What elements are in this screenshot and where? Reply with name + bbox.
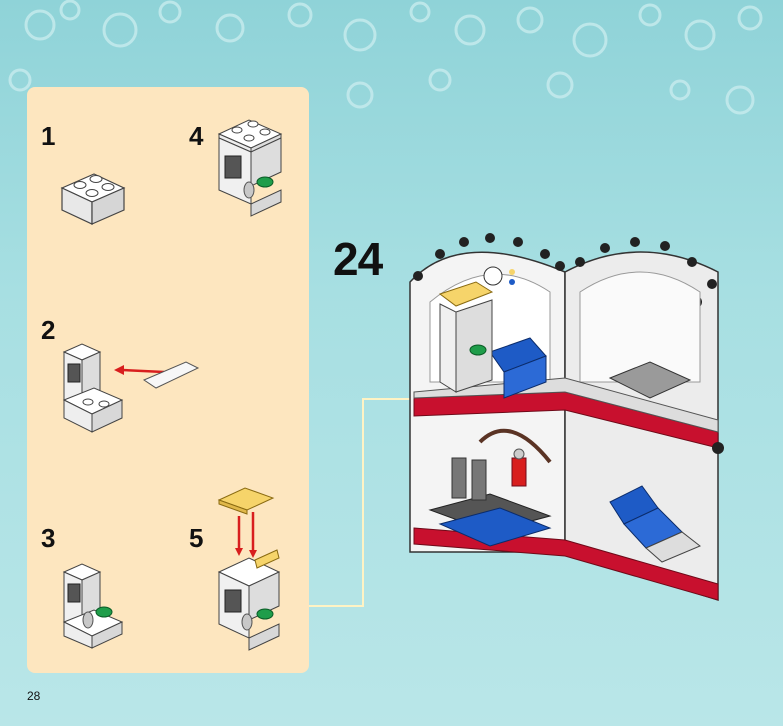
page-number: 28	[27, 689, 40, 703]
arrow-line	[122, 370, 164, 372]
arrow-head	[114, 365, 124, 375]
lab-assembly-model	[400, 232, 730, 612]
cabinet-step-3	[60, 560, 130, 650]
sticker-sheet	[144, 362, 198, 388]
step-number-4: 4	[189, 121, 203, 152]
cabinet-with-sticker	[60, 340, 205, 435]
white-brick-2x2	[58, 168, 128, 226]
main-step-number: 24	[333, 232, 382, 286]
step-number-1: 1	[41, 121, 55, 152]
step-number-3: 3	[41, 523, 55, 554]
step-number-2: 2	[41, 315, 55, 346]
cabinet-step-5	[215, 482, 290, 652]
cabinet-step-4	[215, 112, 287, 217]
step-number-5: 5	[189, 523, 203, 554]
